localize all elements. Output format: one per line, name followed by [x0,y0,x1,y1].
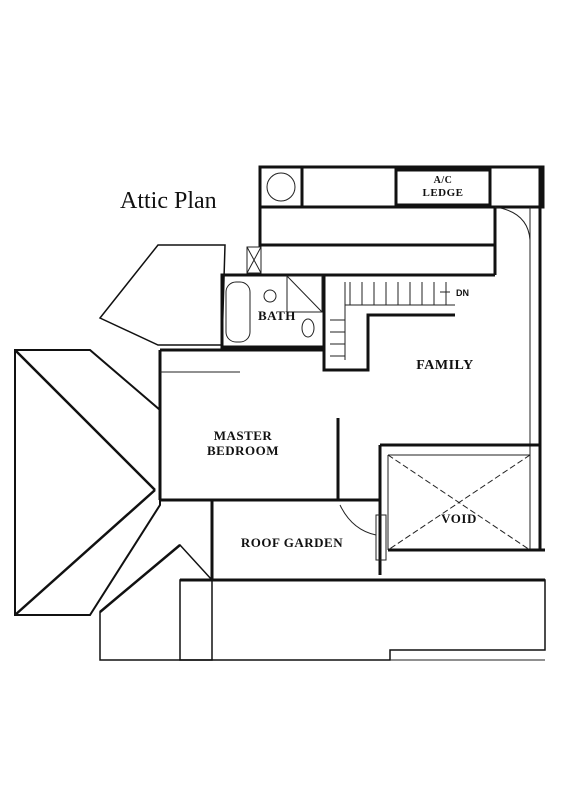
plan-title: Attic Plan [120,188,217,214]
roof-garden-label: ROOF GARDEN [241,535,343,550]
roof-tiles [14,244,546,661]
master-bedroom-label-line2: BEDROOM [207,443,279,458]
room-labels: A/C LEDGE BATH FAMILY MASTER BEDROOM ROO… [207,175,477,550]
void-label: VOID [441,511,477,526]
bath-label: BATH [258,308,296,323]
walls [158,165,545,580]
stair-down-marker: DN [456,288,469,298]
ac-ledge-label-line2: LEDGE [422,187,463,199]
ac-ledge-label-line1: A/C [434,175,453,186]
family-label: FAMILY [416,358,473,373]
master-bedroom-label-line1: MASTER [214,428,273,443]
